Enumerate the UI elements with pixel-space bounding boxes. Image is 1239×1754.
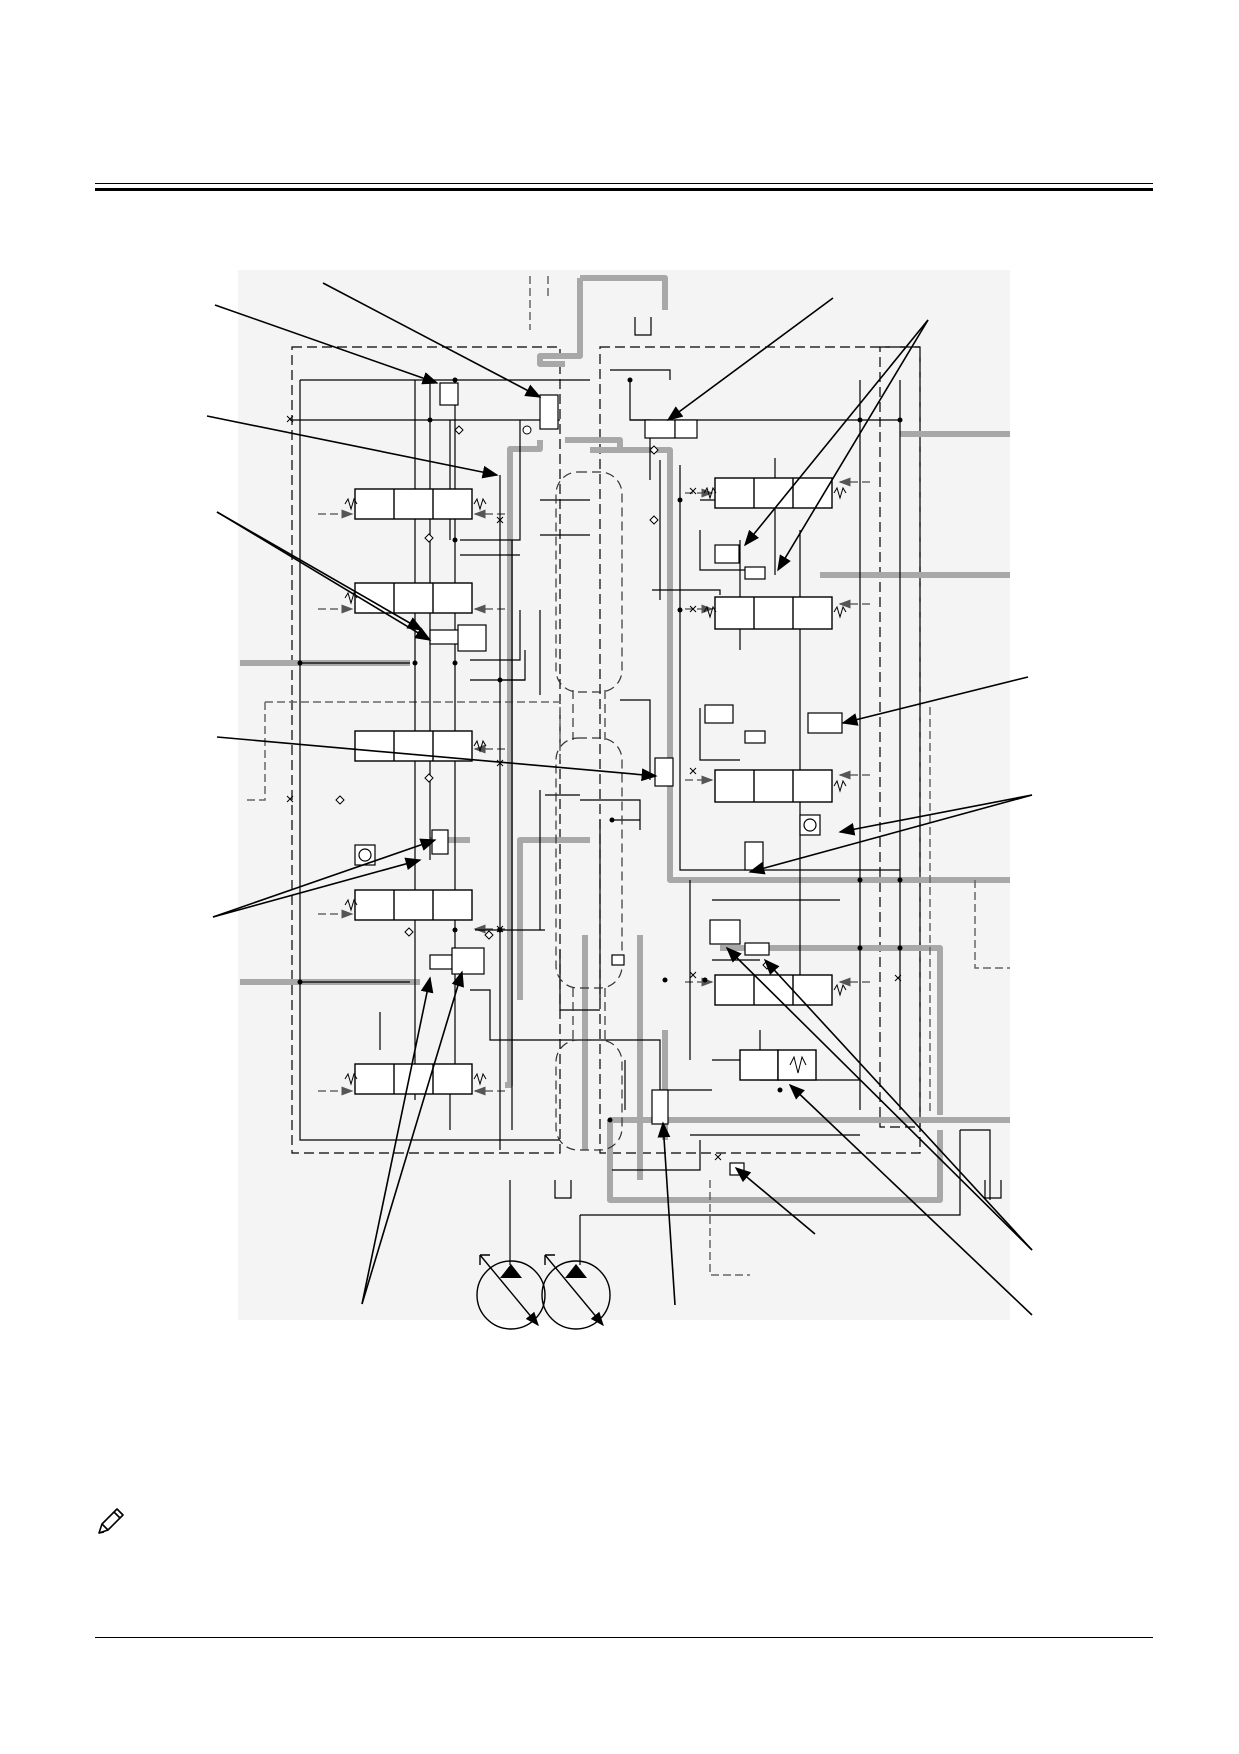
header-rule-thick xyxy=(95,188,1153,191)
selector-valve-center xyxy=(654,757,674,787)
spool-valves-right xyxy=(714,477,833,1081)
header-rule-thin xyxy=(95,183,1153,184)
spool-valve-left-2 xyxy=(354,582,473,614)
spool-valve-right-1 xyxy=(714,477,833,509)
spool-valve-left-4 xyxy=(354,889,473,921)
spool-valve-right-2 xyxy=(714,596,833,630)
spool-valves-left xyxy=(354,488,473,1095)
directional-valve-right xyxy=(807,712,843,734)
cross-markers xyxy=(286,415,902,1161)
spool-valve-right-4 xyxy=(714,974,833,1006)
diagram-background xyxy=(238,270,1010,1320)
spool-valve-left-5 xyxy=(354,1063,473,1095)
small-valve-components xyxy=(354,382,843,1176)
pump-triangles xyxy=(500,1264,587,1278)
tank-icon xyxy=(554,317,1002,1199)
compensator-left-4 xyxy=(429,954,453,970)
compensator-right-4 xyxy=(709,919,741,945)
spool-valve-left-1 xyxy=(354,488,473,520)
variable-pump-icon xyxy=(476,1254,611,1330)
pencil-note-icon xyxy=(98,1508,124,1534)
footer-rule xyxy=(95,1637,1153,1638)
pilot-lines xyxy=(245,276,1010,1276)
junction-dots xyxy=(297,377,903,1123)
relief-valve-top xyxy=(439,382,459,406)
logic-valve-top xyxy=(539,394,559,430)
compensator-right-2 xyxy=(704,704,734,724)
spool-valve-left-3 xyxy=(354,730,473,762)
spool-valve-right-5 xyxy=(739,1049,817,1081)
compensator-left-2 xyxy=(429,629,461,645)
compensator-right-1 xyxy=(714,544,740,564)
check-valves xyxy=(335,425,772,970)
logic-valve-bottom xyxy=(651,1089,669,1125)
spool-valve-right-3 xyxy=(714,769,833,803)
shuttle-valve-right-top xyxy=(644,419,676,439)
valve-housing-outlines xyxy=(291,346,921,1154)
central-spool-bodies xyxy=(555,471,623,1151)
callout-arrows xyxy=(206,282,1033,1316)
